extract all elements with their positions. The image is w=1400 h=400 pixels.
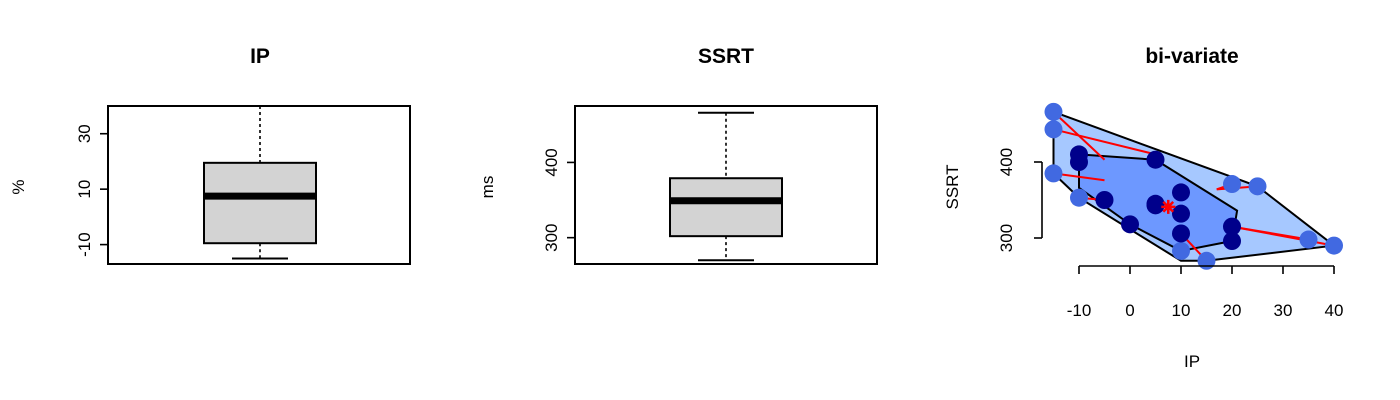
- outer-point: [1299, 230, 1318, 249]
- bagplot: [1044, 102, 1343, 270]
- ssrt-title: SSRT: [698, 45, 754, 68]
- outer-point: [1248, 177, 1267, 196]
- inner-point: [1172, 224, 1190, 243]
- x-tick-label: 10: [1172, 301, 1191, 320]
- inner-point: [1223, 232, 1241, 251]
- x-tick-label: 20: [1223, 301, 1242, 320]
- outer-point: [1197, 251, 1216, 270]
- inner-point: [1172, 183, 1190, 202]
- x-tick-label: 30: [1274, 301, 1293, 320]
- ssrt-y-tick-label: 300: [542, 223, 561, 251]
- inner-point: [1070, 153, 1088, 171]
- inner-point: [1146, 196, 1165, 215]
- bivariate-panel: bi-variate -10 0 10 20 30 40 300 400 IP SSRT: [943, 45, 1343, 371]
- ssrt-y-tick-label: 400: [542, 148, 561, 176]
- bivariate-x-axis: -10 0 10 20 30 40: [1067, 265, 1344, 320]
- x-tick-label: 0: [1125, 301, 1134, 320]
- ip-y-tick-label: -10: [75, 232, 94, 257]
- inner-point: [1121, 215, 1139, 234]
- ip-box: [203, 105, 317, 260]
- outer-point: [1044, 120, 1063, 139]
- outer-point: [1044, 164, 1063, 183]
- bivariate-title: bi-variate: [1145, 45, 1238, 68]
- outer-point: [1070, 188, 1088, 207]
- outlier-link: [1053, 128, 1156, 156]
- ip-panel: IP -10 10 30 %: [9, 45, 411, 265]
- inner-point: [1172, 204, 1190, 223]
- ssrt-box: [669, 111, 783, 262]
- bivariate-x-label: IP: [1184, 352, 1200, 371]
- x-tick-label: -10: [1067, 301, 1092, 320]
- y-tick-label: 400: [997, 148, 1016, 176]
- bivariate-y-label: SSRT: [943, 164, 962, 209]
- ip-y-label: %: [9, 179, 28, 194]
- ssrt-y-label: ms: [478, 176, 497, 199]
- ip-y-tick-label: 30: [75, 124, 94, 143]
- ssrt-panel: SSRT 300 400 ms: [478, 45, 878, 265]
- inner-point: [1223, 217, 1241, 236]
- bivariate-y-axis: 300 400: [997, 148, 1043, 252]
- outer-point: [1223, 175, 1241, 194]
- depth-median-marker: [1161, 199, 1176, 214]
- ssrt-y-axis: 300 400: [542, 148, 576, 252]
- ip-title: IP: [250, 45, 270, 68]
- outer-point: [1325, 236, 1343, 255]
- inner-point: [1095, 191, 1114, 209]
- ssrt-iqr-box: [669, 177, 783, 238]
- y-tick-label: 300: [997, 224, 1016, 252]
- x-tick-label: 40: [1325, 301, 1344, 320]
- ip-y-tick-label: 10: [75, 180, 94, 199]
- ip-iqr-box: [203, 161, 317, 245]
- outer-point: [1172, 241, 1190, 260]
- ip-y-axis: -10 10 30: [75, 124, 109, 257]
- outer-point: [1044, 102, 1063, 121]
- inner-point: [1146, 150, 1165, 169]
